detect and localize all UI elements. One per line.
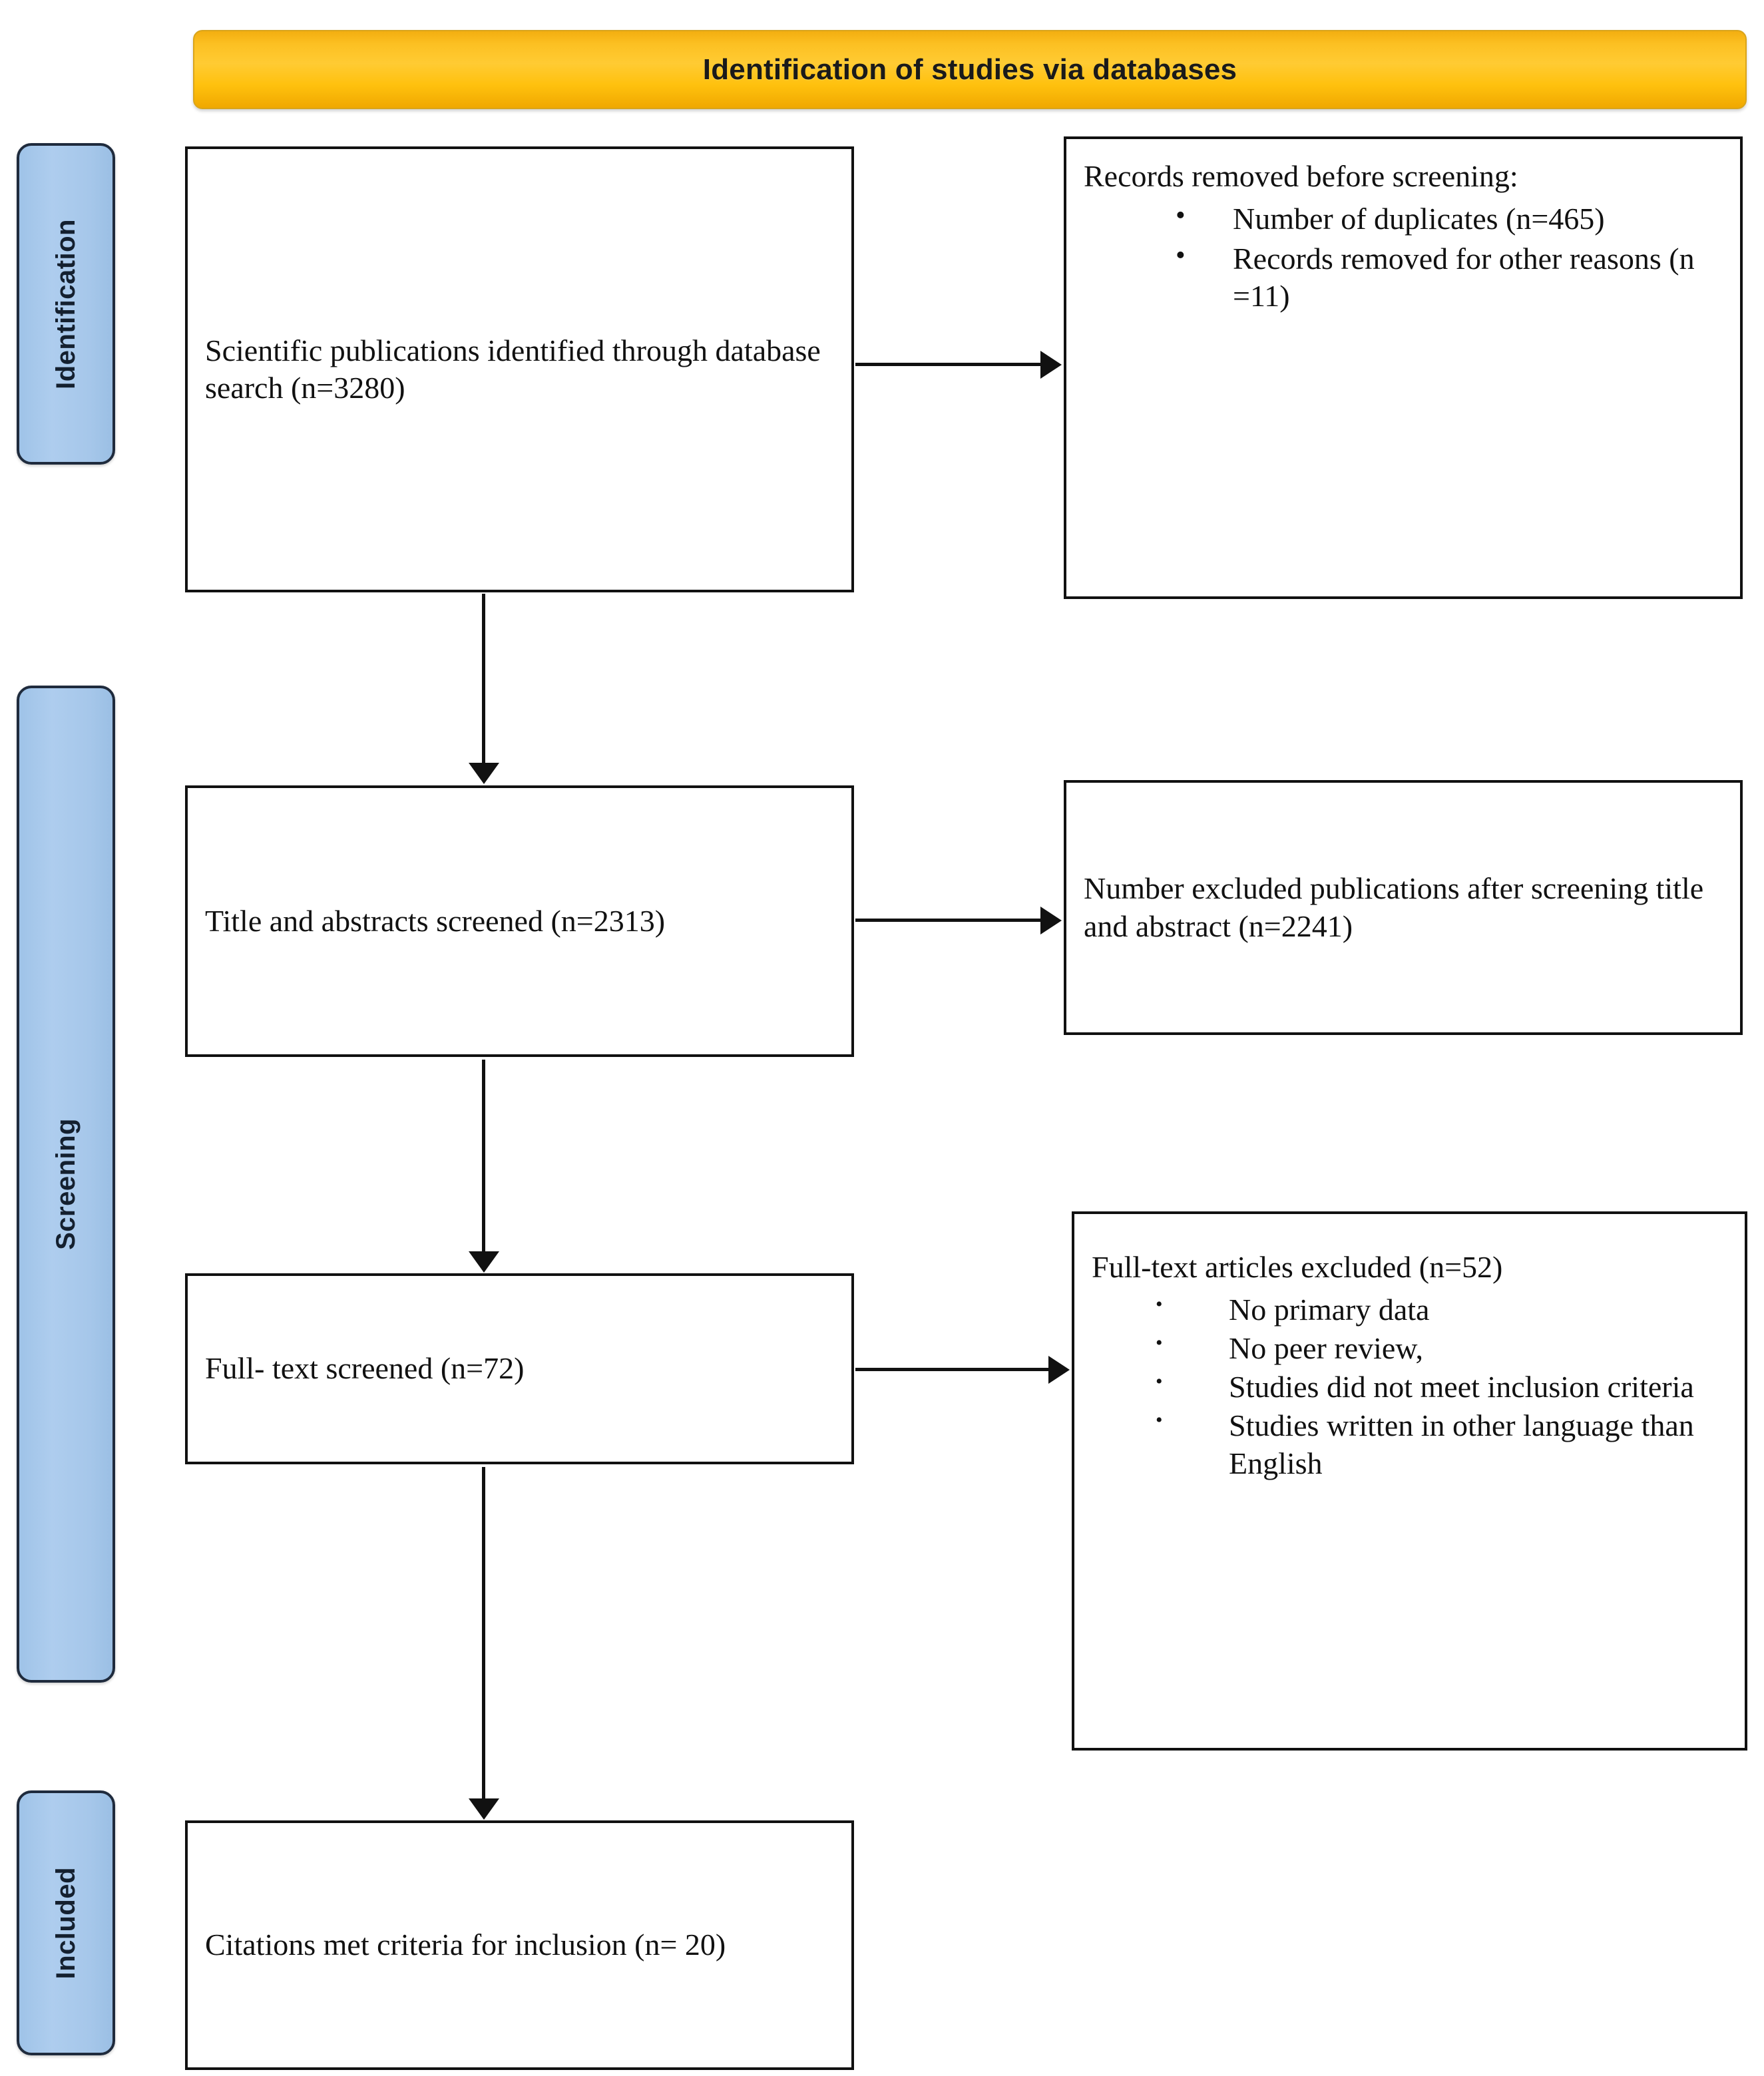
list-item: No primary data xyxy=(1156,1291,1727,1329)
arrow-down-screened-to-fulltext xyxy=(482,1060,485,1253)
diagram-banner: Identification of studies via databases xyxy=(193,30,1747,109)
list-item: No peer review, xyxy=(1156,1330,1727,1367)
box-citations-included: Citations met criteria for inclusion (n=… xyxy=(185,1820,854,2070)
phase-tab-included: Included xyxy=(17,1790,115,2055)
box-records-removed-before-screening: Records removed before screening: Number… xyxy=(1064,136,1743,599)
box-records-identified-text: Scientific publications identified throu… xyxy=(205,333,821,405)
phase-tab-screening: Screening xyxy=(17,686,115,1683)
box-full-text-excluded-list: No primary data No peer review, Studies … xyxy=(1092,1291,1727,1484)
phase-tab-included-label: Included xyxy=(51,1866,81,1979)
box-citations-included-text: Citations met criteria for inclusion (n=… xyxy=(205,1928,726,1962)
phase-tab-screening-label: Screening xyxy=(51,1118,81,1250)
list-item: Number of duplicates (n=465) xyxy=(1176,199,1723,238)
box-excluded-after-screening-text: Number excluded publications after scree… xyxy=(1084,871,1704,943)
arrow-down-identified-to-screened xyxy=(482,594,485,764)
arrow-down-fulltext-to-included xyxy=(482,1467,485,1800)
box-full-text-excluded: Full-text articles excluded (n=52) No pr… xyxy=(1072,1211,1747,1751)
box-records-identified: Scientific publications identified throu… xyxy=(185,146,854,592)
list-item: Studies did not meet inclusion criteria xyxy=(1156,1368,1727,1406)
box-full-text-screened-text: Full- text screened (n=72) xyxy=(205,1351,525,1386)
box-excluded-after-screening: Number excluded publications after scree… xyxy=(1064,780,1743,1035)
box-records-removed-list: Number of duplicates (n=465) Records rem… xyxy=(1084,199,1723,317)
box-title-abstracts-screened: Title and abstracts screened (n=2313) xyxy=(185,785,854,1057)
arrow-right-identified-to-removed xyxy=(855,363,1042,366)
box-title-abstracts-screened-text: Title and abstracts screened (n=2313) xyxy=(205,903,666,938)
arrow-right-fulltext-to-excluded xyxy=(855,1368,1050,1371)
banner-title: Identification of studies via databases xyxy=(702,53,1237,86)
box-full-text-screened: Full- text screened (n=72) xyxy=(185,1273,854,1464)
phase-tab-identification-label: Identification xyxy=(51,218,81,389)
phase-tab-identification: Identification xyxy=(17,143,115,465)
list-item: Records removed for other reasons (n =11… xyxy=(1176,239,1723,315)
box-records-removed-lead: Records removed before screening: xyxy=(1084,159,1518,193)
box-full-text-excluded-lead: Full-text articles excluded (n=52) xyxy=(1092,1250,1503,1284)
arrow-right-screened-to-excluded xyxy=(855,919,1042,922)
list-item: Studies written in other language than E… xyxy=(1156,1407,1727,1482)
